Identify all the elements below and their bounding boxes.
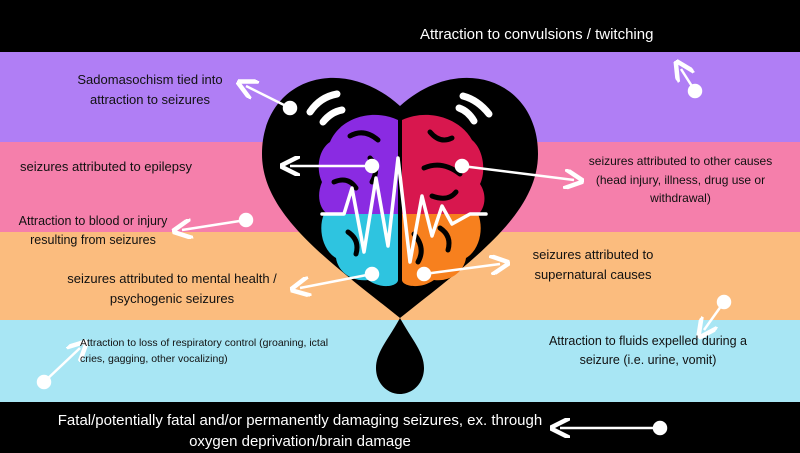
drop-icon: [376, 318, 424, 394]
label-fluids: Attraction to fluids expelled during a s…: [548, 334, 748, 368]
arrow-icon: [36, 69, 732, 434]
label-mental-health: seizures attributed to mental health / p…: [67, 271, 277, 307]
heartbeat-line-icon: [320, 156, 488, 264]
label-fatal: Fatal/potentially fatal and/or permanent…: [57, 412, 543, 450]
heart-shine-icon: [306, 90, 493, 126]
label-convulsions: Attraction to convulsions / twitching: [420, 26, 654, 43]
label-sadomasochism: Sadomasochism tied into attraction to se…: [77, 72, 223, 108]
heart-icon: [262, 77, 538, 318]
label-blood-injury: Attraction to blood or injury resulting …: [18, 214, 168, 248]
label-epilepsy: seizures attributed to epilepsy: [20, 159, 192, 174]
label-other-causes: seizures attributed to other causes (hea…: [588, 154, 773, 206]
label-respiratory: Attraction to loss of respiratory contro…: [80, 337, 329, 366]
band-black-top: [0, 0, 800, 52]
label-supernatural: seizures attributed to supernatural caus…: [532, 247, 654, 283]
